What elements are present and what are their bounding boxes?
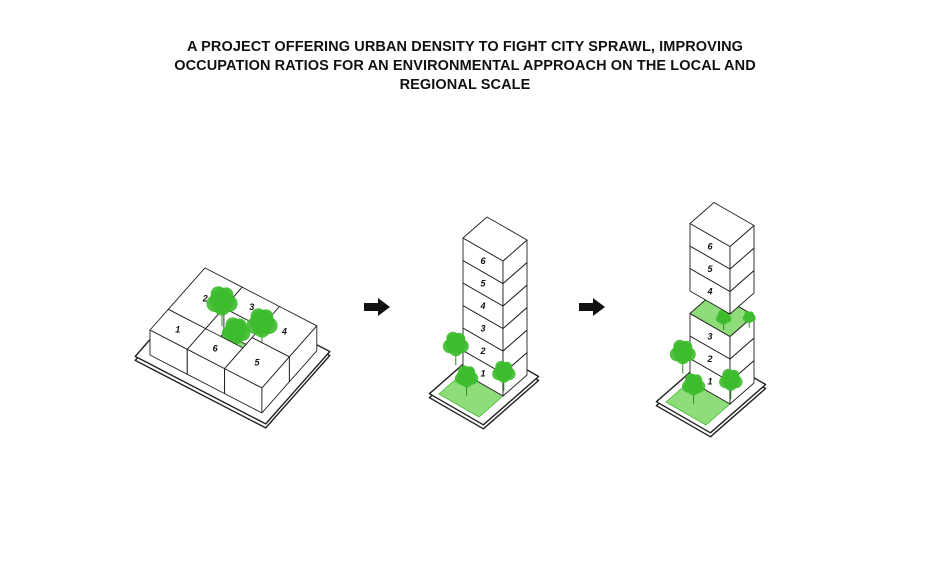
floor-label: 2: [706, 354, 712, 364]
title-line-1: A PROJECT OFFERING URBAN DENSITY TO FIGH…: [186, 39, 744, 55]
tree-foliage: [497, 370, 511, 383]
tree-icon: [442, 331, 469, 366]
floor-label: 3: [707, 331, 712, 341]
tower-floor-top-face: [462, 216, 528, 262]
tree-foliage: [228, 328, 244, 345]
tree-foliage: [747, 311, 754, 318]
floor-label: 1: [480, 368, 485, 378]
tree-foliage: [680, 340, 693, 353]
title-line-2: OCCUPATION RATIOS FOR AN ENVIRONMENTAL A…: [174, 58, 756, 74]
tree-foliage: [728, 369, 740, 381]
floor-label: 4: [706, 286, 712, 296]
tree-foliage: [213, 298, 231, 316]
tree-foliage: [453, 332, 466, 345]
tree-foliage: [691, 374, 703, 386]
floor-label: 5: [254, 358, 260, 368]
tree-icon: [206, 286, 238, 327]
tower-diagram: 1 2 3 4 5 6: [428, 216, 540, 430]
floor-label: 5: [480, 278, 486, 288]
tree-foliage: [460, 374, 473, 388]
tree-foliage: [724, 378, 738, 391]
tower-with-sky-garden-diagram: 1 2 3 4 5 6: [655, 202, 767, 438]
tree-foliage: [719, 316, 728, 325]
floor-label: 6: [213, 344, 219, 354]
arrow-icon: [579, 298, 605, 316]
floor-label: 1: [175, 324, 180, 334]
tree-icon: [221, 317, 251, 355]
floor-label: 6: [707, 241, 713, 251]
floor-label: 4: [281, 327, 287, 337]
tree-icon: [719, 368, 743, 399]
tree-icon: [492, 360, 516, 391]
tree-icon: [454, 365, 479, 396]
tree-icon: [715, 310, 732, 331]
floor-label: 2: [202, 293, 208, 303]
tree-foliage: [219, 287, 234, 302]
tree-icon: [681, 373, 706, 404]
tree-foliage: [253, 320, 271, 338]
tree-foliage: [501, 361, 513, 373]
tree-foliage: [233, 318, 247, 332]
floor-label: 5: [707, 264, 713, 274]
tree-icon: [669, 339, 696, 374]
floor-label: 6: [480, 256, 486, 266]
floor-label: 3: [249, 302, 254, 312]
floor-label: 3: [480, 323, 485, 333]
tree-icon: [742, 310, 756, 328]
tree-foliage: [259, 309, 274, 324]
tree-icon: [246, 308, 278, 349]
courtyard-block-diagram: 2 3 4 1 6 5: [134, 267, 331, 429]
arrow-icon: [364, 298, 390, 316]
title-line-3: REGIONAL SCALE: [399, 77, 531, 93]
diagram-title: A PROJECT OFFERING URBAN DENSITY TO FIGH…: [0, 38, 930, 95]
tree-foliage: [745, 316, 753, 324]
tree-foliage: [675, 350, 690, 365]
floor-label: 1: [707, 376, 712, 386]
tree-foliage: [464, 366, 476, 378]
tower-floor-top-face: [689, 202, 755, 247]
tree-foliage: [448, 342, 463, 357]
tree-foliage: [687, 382, 700, 396]
floor-label: 4: [479, 301, 485, 311]
courtyard-building-top-face: [224, 337, 290, 389]
floor-label: 2: [479, 346, 485, 356]
